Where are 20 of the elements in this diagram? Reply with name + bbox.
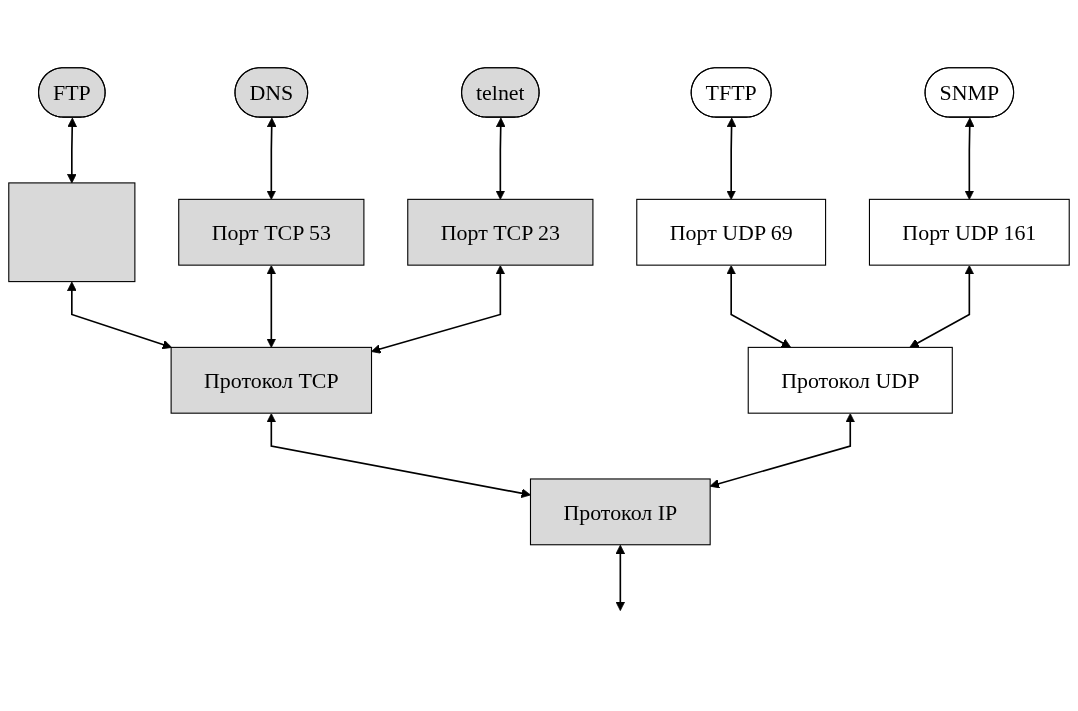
node-box: Порт UDP 161 (868, 198, 1070, 266)
arrow (371, 265, 506, 354)
arrow (909, 265, 975, 348)
node-box (8, 182, 136, 283)
arrow (266, 265, 277, 348)
arrow (266, 117, 277, 200)
node-box: Протокол TCP (170, 346, 373, 414)
node-box: Порт TCP 53 (178, 198, 365, 266)
node-box: Порт UDP 69 (636, 198, 827, 266)
arrow (615, 544, 626, 611)
arrow (67, 281, 172, 350)
node-box: Протокол UDP (747, 346, 953, 414)
node-box: Порт TCP 23 (407, 198, 594, 266)
arrow (726, 265, 792, 348)
arrow (726, 117, 737, 200)
arrow (495, 117, 506, 200)
arrow (964, 117, 975, 200)
node-box: Протокол IP (529, 478, 711, 546)
arrow (67, 117, 78, 184)
arrow (266, 413, 531, 498)
